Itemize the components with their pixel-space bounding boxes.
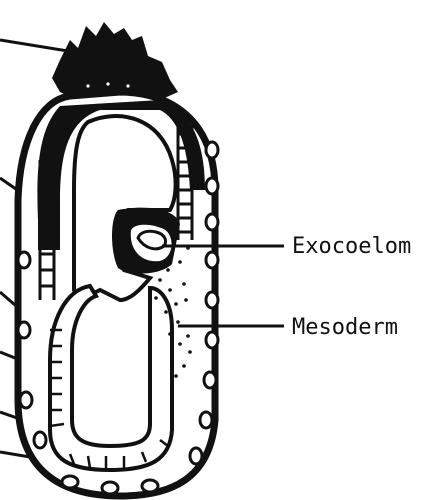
label-mesoderm: Mesoderm	[292, 315, 398, 340]
leader-line-1	[0, 40, 74, 52]
label-exocoelom: Exocoelom	[292, 234, 411, 259]
